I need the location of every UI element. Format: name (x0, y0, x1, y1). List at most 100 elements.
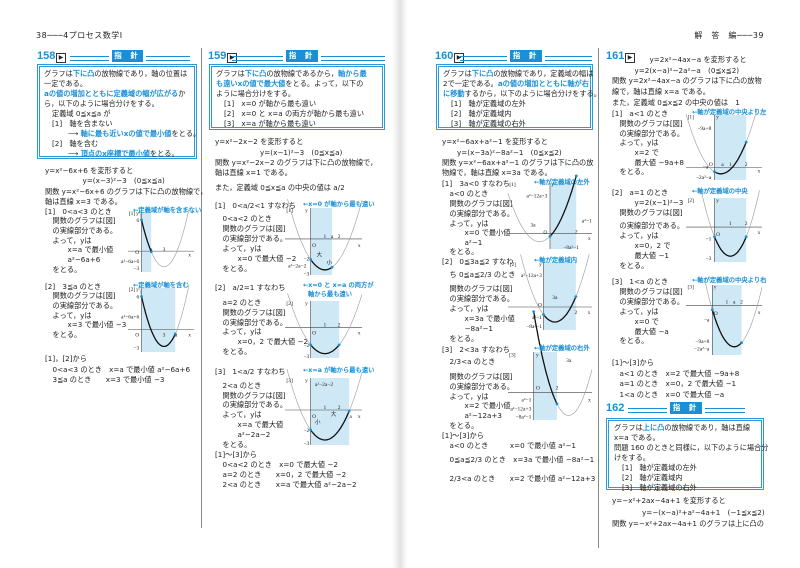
solution-line: a=2 のとき x=0，2 で最大値 −2 (222, 470, 347, 479)
play-box-icon[interactable]: ▶ (227, 53, 237, 63)
solution-line: [1]〜[3]から (442, 431, 484, 440)
hint-line: x=a である。 (614, 433, 660, 442)
graph-label: O (536, 386, 540, 392)
hint-line: も遠いxの値で最大値をとる。よって，以下の (216, 79, 363, 88)
endpoint-dot (309, 258, 313, 261)
solution-line: 関数のグラフは[図] (52, 216, 116, 225)
graph-label: O (312, 243, 316, 249)
solution-line: 関数 y=x²−6x+6 のグラフは下に凸の放物線で， (45, 187, 208, 196)
endpoint-dot (149, 250, 153, 254)
hint-text: グラフは (44, 69, 73, 78)
solution-line: をとる。 (619, 261, 649, 270)
domain-band (714, 115, 747, 180)
hint-text: をとる。よって，以下の (285, 79, 364, 88)
solution-line: 0<a<2 のとき (222, 214, 272, 223)
highlighted-text: aの値の増加とともに軸が右 (497, 79, 589, 88)
hint-text: ⟶ (68, 129, 81, 138)
solution-line: の実線部分である。 (52, 301, 118, 310)
graph-label: −a (703, 164, 709, 170)
graph-label: −2 (303, 428, 309, 434)
graph-label: −2a²−a (694, 346, 710, 352)
graph-label: [2] (129, 287, 136, 293)
annotation-note: ←軸が定義域の中央 (692, 188, 748, 195)
solution-line: x=0，2 で最大値 −2 (237, 337, 309, 346)
hint-line: [3] 軸が定義域の右外 (622, 483, 697, 492)
hint-line: [2] 軸を含む (52, 139, 98, 148)
solution-line: y=(x−3a)²−8a²−1 (0≦x≦2) (457, 148, 562, 157)
endpoint-dot (347, 409, 351, 413)
solution-line: 0<a<2 のとき x=0 で最大値 −2 (222, 460, 338, 469)
highlighted-text: 軸から最 (337, 69, 367, 78)
solution-line: 関数のグラフは[図] (619, 208, 683, 217)
graph-label: 2 (575, 230, 578, 236)
endpoint-dot (309, 343, 313, 347)
graph-label: x (588, 236, 591, 242)
hint-text: するから，以下のように場合分けをする。 (464, 89, 601, 98)
hint-line: に移動するから，以下のように場合分けをする。 (443, 89, 601, 98)
hint-line: 問題 160 のときと同様に，以下のように場合分 (614, 443, 769, 452)
solution-line: a²−2a−2 (237, 430, 271, 439)
play-box-icon[interactable]: ▶ (454, 53, 464, 63)
solution-line: [1]〜[3]から (612, 358, 654, 367)
graph-label: 3a (566, 358, 572, 364)
graph-label: x (588, 397, 591, 403)
solution-line: a²−1 (464, 238, 483, 247)
solution-line: 0<a<3 のとき x=a で最小値 a²−6a+6 (52, 365, 191, 374)
play-box-icon[interactable]: ▶ (625, 53, 635, 63)
graph-label: O (716, 232, 720, 238)
solution-line: の実線部分である。 (222, 400, 288, 409)
play-box-icon[interactable]: ▶ (56, 53, 66, 63)
solution-line: の実線部分である。 (619, 221, 685, 230)
hint-box (606, 418, 764, 490)
highlighted-text: 頂点のx座標で最小値 (80, 149, 150, 158)
graph-label: 3a (552, 295, 558, 301)
solution-line: また，定義域 0≦x≦a の中央の値は a/2 (215, 183, 345, 192)
graph-label: 6 (137, 294, 140, 300)
graph-label: 2 (745, 221, 748, 227)
endpoint-dot (173, 332, 177, 336)
graph-label: a (721, 162, 724, 168)
domain-band (714, 198, 747, 262)
annotation-note: ←x=0 と x=a の両方が (303, 282, 374, 289)
solution-line: a<0 のとき x=0 で最小値 a²−1 (449, 441, 576, 450)
graph-label: y (305, 301, 308, 307)
hint-text: ように場合分けをする。 (216, 89, 296, 98)
endpoint-dot (740, 341, 743, 345)
graph-label: [1] (286, 208, 293, 214)
hint-line: ら，以下のように場合分けをする。 (44, 99, 159, 108)
solution-line: [3] 1<a のとき (612, 277, 669, 286)
hint-line: [1] 軸が定義域の左外 (451, 99, 526, 108)
solution-line: x=a で最小値 (67, 245, 114, 254)
graph-label: y (305, 378, 308, 384)
domain-band (310, 378, 350, 445)
hint-text: x=a である。 (614, 433, 660, 442)
endpoint-dot (744, 140, 748, 144)
solution-line: x=0 で最大値 −2 (237, 254, 297, 263)
graph-label: 3 (163, 247, 166, 253)
solution-line: 2<a のとき x=a で最大値 a²−2a−2 (222, 480, 357, 489)
problem-number: 160 (435, 50, 454, 62)
solution-line: をとる。 (449, 334, 479, 343)
solution-line: [3] 2<3a すなわち (442, 345, 510, 354)
solution-line: 線で，軸は直線 x=a である。 (612, 87, 710, 96)
graph-label: O (709, 162, 713, 168)
solution-line: y=2(x−a)²−2a²−a (0≦x≦2) (634, 66, 740, 75)
graph-label: O (135, 333, 139, 339)
graph-label: O (135, 250, 139, 256)
hint-badge: 指 針 (670, 402, 702, 414)
solid-segment (140, 296, 176, 348)
graph-label: −3 (303, 354, 309, 360)
graph-label: x (358, 414, 361, 420)
solution-line: y=(x−1)²−3 (0≦x≦a) (260, 148, 343, 157)
graph-label: x (358, 243, 361, 249)
hint-line: 2で一定である。aの値の増加とともに軸が右 (443, 79, 589, 88)
graph-label: a (150, 247, 153, 253)
graph-label: y (716, 114, 719, 120)
graph-label: [2] (286, 301, 293, 307)
graph-label: 1 (324, 405, 327, 411)
graph-label: y (716, 198, 719, 204)
solid-segment (713, 236, 747, 257)
